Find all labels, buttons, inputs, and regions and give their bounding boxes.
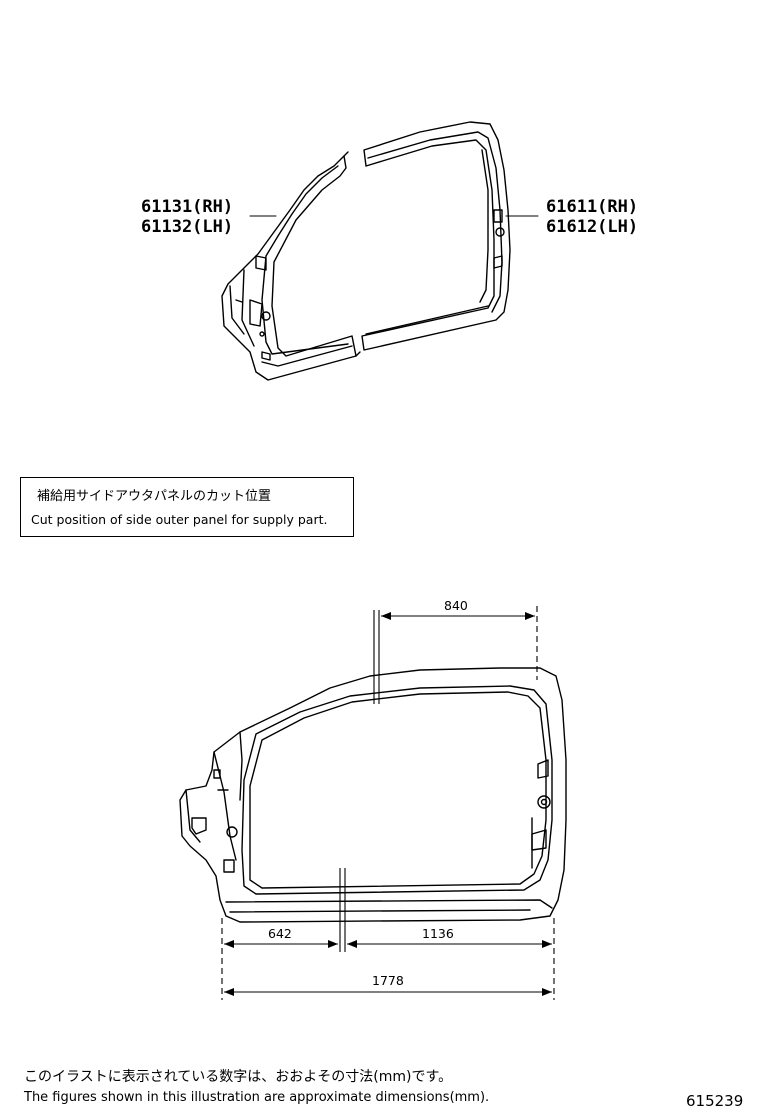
- rear-opening-panel: [361, 121, 511, 351]
- footnote-japanese: このイラストに表示されている数字は、おおよその寸法(mm)です。: [24, 1069, 453, 1085]
- part-number-61131-rh: 61131(RH): [141, 197, 234, 217]
- side-outer-panel: [179, 667, 567, 923]
- dimension-top: 840: [442, 598, 470, 613]
- dimension-bottom-left: 642: [266, 926, 294, 941]
- cut-position-note: 補給用サイドアウタパネルのカット位置 Cut position of side …: [20, 477, 354, 537]
- diagram-id: 615239: [686, 1092, 744, 1110]
- part-number-61132-lh: 61132(LH): [141, 217, 234, 237]
- footnote-english: The figures shown in this illustration a…: [24, 1090, 490, 1105]
- part-number-61611-rh: 61611(RH): [546, 197, 639, 217]
- cut-position-note-japanese: 補給用サイドアウタパネルのカット位置: [37, 489, 272, 504]
- dimension-bottom-right: 1136: [420, 926, 456, 941]
- front-pillar-panel: [221, 155, 357, 381]
- dimension-overall: 1778: [370, 973, 406, 988]
- part-number-61612-lh: 61612(LH): [546, 217, 639, 237]
- cut-position-note-english: Cut position of side outer panel for sup…: [31, 512, 328, 527]
